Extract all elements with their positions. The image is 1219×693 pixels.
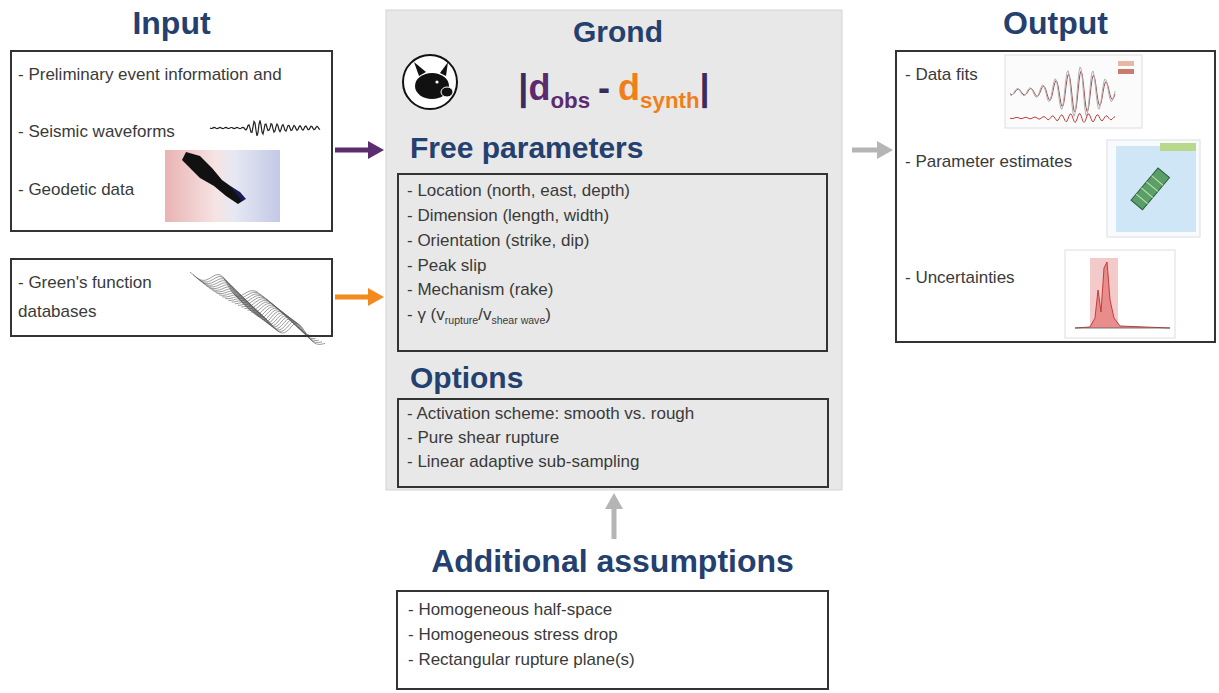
list-item: - Dimension (length, width) (407, 204, 609, 228)
greens-function-plot (190, 272, 325, 344)
text-line: |dobs-dsynth| (386, 66, 842, 123)
node-box: Free parameters - Location (north, east, … (397, 124, 828, 352)
grond-panel (386, 10, 842, 490)
list-item: - Orientation (strike, dip) (407, 229, 589, 253)
pig-icon (403, 55, 457, 109)
geodetic-map (165, 150, 280, 222)
formula-part: - (598, 67, 610, 108)
formula-part: /v (478, 305, 491, 324)
arrow-head (877, 141, 893, 159)
list-item: - Uncertainties (905, 263, 1015, 292)
list-item: - Parameter estimates (905, 147, 1072, 176)
connector-line (335, 295, 370, 300)
heading: Grond (386, 14, 850, 50)
data-fit-thumbnail (1005, 55, 1142, 128)
parameter-map-thumbnail (1107, 140, 1200, 237)
connector-arrow (335, 288, 384, 306)
node-box: Additional assumptions - Homogeneous half… (396, 542, 829, 690)
subscript: synth (640, 88, 700, 113)
formula-part: d (618, 67, 640, 108)
list-item: - Linear adaptive sub-sampling (407, 450, 639, 474)
node-box: Input - Preliminary event information and… (10, 4, 333, 232)
formula-part: | (700, 67, 710, 108)
formula-part: | (518, 67, 528, 108)
list-item: - Preliminary event information and (18, 60, 308, 89)
list-item: - Rectangular rupture plane(s) (408, 648, 635, 672)
formula-part: d (528, 67, 550, 108)
list-item: - Peak slip (407, 254, 486, 278)
heading: Input (10, 4, 333, 42)
list-item: - Pure shear rupture (407, 426, 559, 450)
subscript: rupture (445, 314, 478, 326)
arrow-head (368, 141, 384, 159)
connector-line (612, 507, 617, 539)
node-box: Grond|dobs-dsynth|Free parameters- Locat… (386, 10, 850, 490)
arrow-head (368, 288, 384, 306)
connector-line (852, 148, 879, 153)
arrow-head (605, 493, 623, 509)
box-outline (10, 258, 333, 337)
list-item: - Homogeneous half-space (408, 598, 612, 622)
connector-arrow (335, 141, 384, 159)
subscript: obs (550, 88, 590, 113)
list-item: - Mechanism (rake) (407, 278, 553, 302)
list-item: - Green's function databases (18, 268, 200, 326)
list-item: - Homogeneous stress drop (408, 623, 618, 647)
node-box: Options - Activation scheme: smooth vs. r… (397, 360, 829, 488)
uncertainty-thumbnail (1065, 250, 1175, 338)
text-line: - γ (vrupture/vshear wave) (407, 303, 551, 332)
heading: Free parameters (410, 130, 643, 166)
node-box: - Green's function databases (10, 258, 333, 337)
formula-part: - γ (v (407, 305, 445, 324)
connector-line (335, 148, 370, 153)
formula-part: ) (545, 305, 551, 324)
heading: Additional assumptions (396, 542, 829, 580)
heading: Output (895, 4, 1216, 42)
list-item: - Activation scheme: smooth vs. rough (407, 402, 694, 426)
list-item: - Geodetic data (18, 175, 134, 204)
list-item: - Data fits (905, 60, 978, 89)
list-item: - Seismic waveforms (18, 117, 175, 146)
waveform (210, 120, 320, 136)
connector-arrow (852, 141, 893, 159)
connector-arrow (605, 493, 623, 539)
heading: Options (410, 360, 523, 396)
list-item: - Location (north, east, depth) (407, 179, 630, 203)
subscript: shear wave (491, 314, 545, 326)
node-box: Output - Data fits - Parameter estimates - … (895, 4, 1216, 343)
box-outline (895, 50, 1216, 343)
